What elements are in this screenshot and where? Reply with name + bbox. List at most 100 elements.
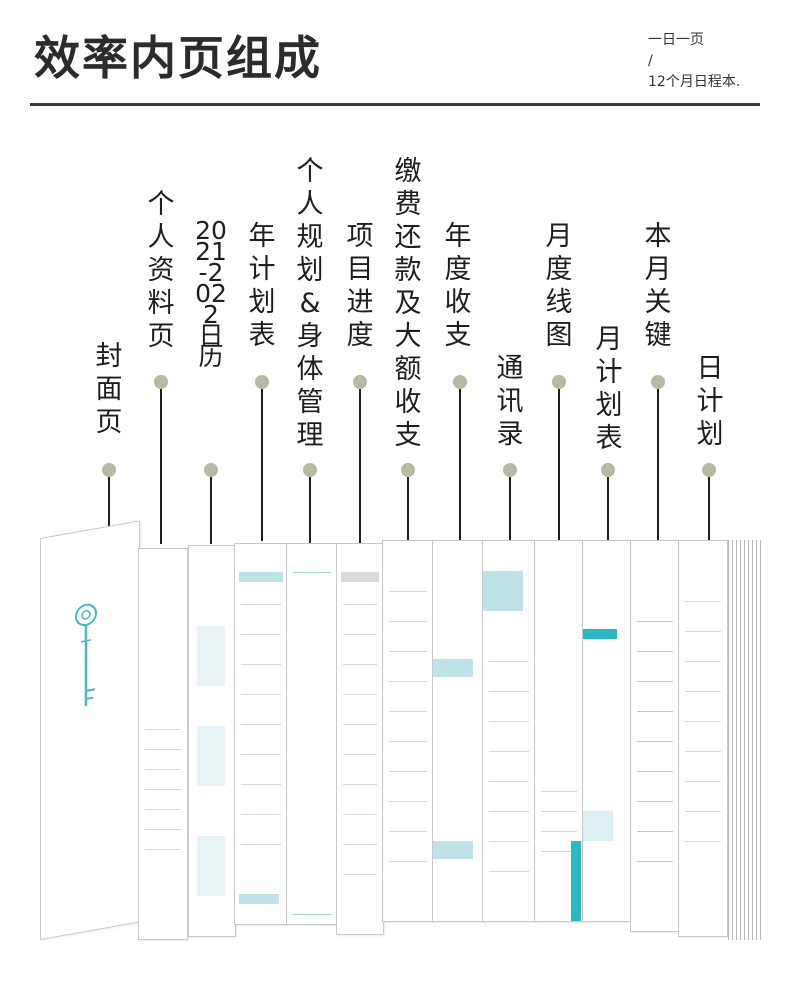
connector-stem <box>708 477 710 543</box>
rule-line <box>145 809 181 810</box>
rule-line <box>637 831 673 832</box>
connector-dot <box>601 463 615 477</box>
footer-band <box>239 894 279 904</box>
page-edge <box>756 540 757 940</box>
rule-line <box>293 914 331 915</box>
monthly-plan-page <box>582 540 632 922</box>
year-plan-page <box>234 543 288 925</box>
page-edge <box>752 540 753 940</box>
connector-dot <box>453 375 467 389</box>
calendar-block <box>197 726 225 786</box>
rule-line <box>389 831 427 832</box>
accent-tab <box>571 841 581 921</box>
highlight-band <box>433 841 473 859</box>
rule-line <box>389 591 427 592</box>
rule-line <box>489 811 529 812</box>
rule-line <box>389 861 427 862</box>
connector-dot <box>702 463 716 477</box>
calendar-block <box>197 836 225 896</box>
rule-line <box>241 604 281 605</box>
label-payments: 缴费还款及大额收支 <box>394 156 422 451</box>
calendar-page <box>188 545 236 937</box>
connector-stem <box>509 477 511 543</box>
rule-line <box>685 631 721 632</box>
subtitle-line-1: 一日一页 <box>648 32 704 48</box>
header-band <box>239 572 283 582</box>
payments-page <box>382 540 434 922</box>
rule-line <box>685 721 721 722</box>
rule-line <box>489 871 529 872</box>
rule-line <box>685 661 721 662</box>
rule-line <box>637 681 673 682</box>
rule-line <box>389 801 427 802</box>
rule-line <box>637 711 673 712</box>
rule-line <box>389 681 427 682</box>
rule-line <box>685 811 721 812</box>
connector-dot <box>651 375 665 389</box>
page-edge <box>744 540 745 940</box>
rule-line <box>343 844 377 845</box>
connector-dot <box>255 375 269 389</box>
rule-line <box>489 751 529 752</box>
rule-line <box>489 691 529 692</box>
rule-line <box>637 651 673 652</box>
connector-dot <box>353 375 367 389</box>
rule-line <box>343 724 377 725</box>
label-monthly-plan: 月计划表 <box>595 324 623 454</box>
rule-line <box>343 604 377 605</box>
contacts-page <box>482 540 536 922</box>
connector-stem <box>407 477 409 544</box>
connector-stem <box>261 389 263 541</box>
rule-line <box>343 694 377 695</box>
rule-line <box>145 789 181 790</box>
rule-line <box>637 861 673 862</box>
connector-stem <box>459 389 461 541</box>
rule-line <box>343 634 377 635</box>
page-title: 效率内页组成 <box>34 31 322 85</box>
rule-line <box>637 771 673 772</box>
connector-dot <box>552 375 566 389</box>
rule-line <box>685 841 721 842</box>
label-monthly-key: 本月关键 <box>644 221 672 351</box>
rule-line <box>343 754 377 755</box>
label-personal-plan: 个人规划&身体管理 <box>296 156 324 451</box>
rule-line <box>241 694 281 695</box>
cover-page <box>40 520 140 940</box>
label-cover: 封面页 <box>95 341 123 438</box>
page-edge <box>736 540 737 940</box>
highlight-band <box>583 811 613 841</box>
rule-line <box>241 844 281 845</box>
rule-line <box>637 801 673 802</box>
label-year-plan: 年计划表 <box>248 221 276 351</box>
rule-line <box>241 754 281 755</box>
rule-line <box>637 741 673 742</box>
rule-line <box>685 781 721 782</box>
rule-line <box>145 829 181 830</box>
subtitle-line-2: / <box>648 53 653 69</box>
monthly-key-page <box>630 540 680 932</box>
rule-line <box>145 769 181 770</box>
rule-line <box>241 724 281 725</box>
rule-line <box>541 811 577 812</box>
label-annual-budget: 年度收支 <box>444 221 472 351</box>
accent-band <box>583 629 617 639</box>
connector-stem <box>657 389 659 541</box>
connector-stem <box>309 477 311 543</box>
connector-stem <box>160 389 162 544</box>
key-icon <box>75 603 97 707</box>
daily-plan-page <box>678 540 728 937</box>
rule-line <box>145 849 181 850</box>
label-project-progress: 项目进度 <box>346 221 374 351</box>
header-band <box>483 571 523 611</box>
connector-dot <box>204 463 218 477</box>
rule-line <box>489 781 529 782</box>
rule-line <box>489 661 529 662</box>
header-subtitle: 一日一页 / 12个月日程本. <box>648 30 778 93</box>
highlight-band <box>433 659 473 677</box>
rule-line <box>389 621 427 622</box>
project-page <box>336 543 384 935</box>
monthly-chart-page <box>534 540 584 922</box>
label-contacts: 通讯录 <box>496 353 524 450</box>
rule-line <box>541 831 577 832</box>
header-divider <box>30 103 760 106</box>
